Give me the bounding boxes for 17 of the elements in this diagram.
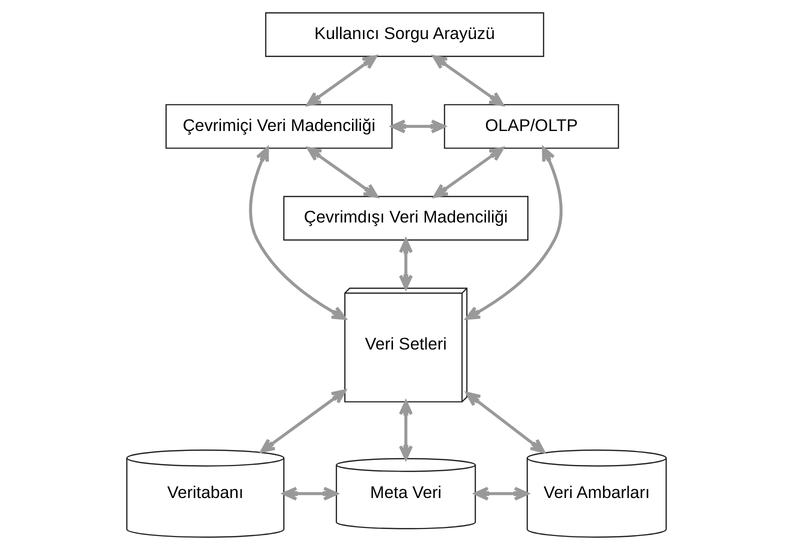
arrow	[465, 392, 544, 454]
arrow	[248, 146, 346, 320]
arrow	[398, 238, 412, 290]
node-box: Çevrimdışı Veri Madenciliği	[282, 196, 528, 241]
arrow	[474, 486, 528, 501]
arrow	[432, 146, 504, 198]
node-box: OLAP/OLTP	[443, 104, 619, 149]
arrow	[306, 55, 377, 106]
arrow	[282, 486, 338, 501]
arrow	[306, 146, 378, 198]
arrow	[398, 400, 412, 460]
arrow	[390, 119, 446, 134]
arrow	[464, 146, 562, 320]
node-box: Kullanıcı Sorgu Arayüzü	[264, 12, 544, 57]
arrow	[432, 55, 504, 106]
arrow	[260, 389, 346, 453]
node-box: Çevrimiçi Veri Madenciliği	[164, 104, 392, 149]
